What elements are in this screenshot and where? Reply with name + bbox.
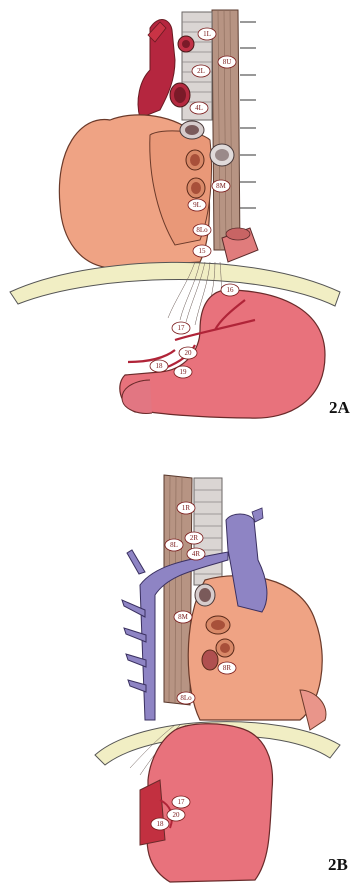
node-2L: 2L bbox=[192, 65, 210, 77]
node-17: 17 bbox=[172, 322, 190, 334]
node-8L: 8L bbox=[165, 539, 183, 551]
svg-text:8M: 8M bbox=[178, 613, 189, 621]
node-18: 18 bbox=[150, 360, 168, 372]
panel-a-diaphragm bbox=[10, 262, 340, 306]
node-1R: 1R bbox=[177, 502, 195, 514]
node-15: 15 bbox=[193, 245, 211, 257]
svg-text:8M: 8M bbox=[216, 182, 227, 190]
node-8R: 8R bbox=[218, 662, 236, 674]
node-8M: 8M bbox=[212, 180, 230, 192]
panel-b-stomach bbox=[140, 724, 273, 882]
node-8Lo: 8Lo bbox=[193, 224, 211, 236]
svg-text:8U: 8U bbox=[223, 58, 232, 66]
node-8Lo-b: 8Lo bbox=[177, 692, 195, 704]
svg-text:16: 16 bbox=[227, 286, 235, 294]
panel-a-spine-ticks bbox=[240, 22, 256, 208]
svg-text:1L: 1L bbox=[203, 30, 211, 38]
svg-text:1R: 1R bbox=[182, 504, 191, 512]
svg-text:8L: 8L bbox=[170, 541, 178, 549]
node-9L: 9L bbox=[188, 199, 206, 211]
node-20: 20 bbox=[179, 347, 197, 359]
svg-text:8R: 8R bbox=[223, 664, 232, 672]
panel-label-2b: 2B bbox=[328, 855, 348, 875]
svg-text:4R: 4R bbox=[192, 550, 201, 558]
svg-text:20: 20 bbox=[173, 811, 181, 819]
svg-text:15: 15 bbox=[199, 247, 207, 255]
svg-text:19: 19 bbox=[180, 368, 188, 376]
node-8M-b: 8M bbox=[174, 611, 192, 623]
node-17-b: 17 bbox=[172, 796, 190, 808]
node-4L: 4L bbox=[190, 102, 208, 114]
svg-text:18: 18 bbox=[157, 820, 165, 828]
svg-text:17: 17 bbox=[178, 798, 186, 806]
svg-text:9L: 9L bbox=[193, 201, 201, 209]
panel-a-aorta bbox=[138, 20, 175, 118]
panel-label-2a: 2A bbox=[329, 398, 350, 418]
svg-text:4L: 4L bbox=[195, 104, 203, 112]
svg-text:17: 17 bbox=[178, 324, 186, 332]
node-8U: 8U bbox=[218, 56, 236, 68]
panel-a-stomach bbox=[120, 290, 325, 418]
svg-text:8Lo: 8Lo bbox=[196, 226, 208, 234]
svg-text:2L: 2L bbox=[197, 67, 205, 75]
node-1L: 1L bbox=[198, 28, 216, 40]
node-18-b: 18 bbox=[151, 818, 169, 830]
node-19: 19 bbox=[174, 366, 192, 378]
svg-text:2R: 2R bbox=[190, 534, 199, 542]
svg-text:20: 20 bbox=[185, 349, 193, 357]
svg-text:18: 18 bbox=[156, 362, 164, 370]
node-16: 16 bbox=[221, 284, 239, 296]
panel-a-esophagus bbox=[212, 10, 240, 250]
node-20-b: 20 bbox=[167, 809, 185, 821]
node-4R: 4R bbox=[187, 548, 205, 560]
node-2R: 2R bbox=[185, 532, 203, 544]
svg-text:8Lo: 8Lo bbox=[180, 694, 192, 702]
